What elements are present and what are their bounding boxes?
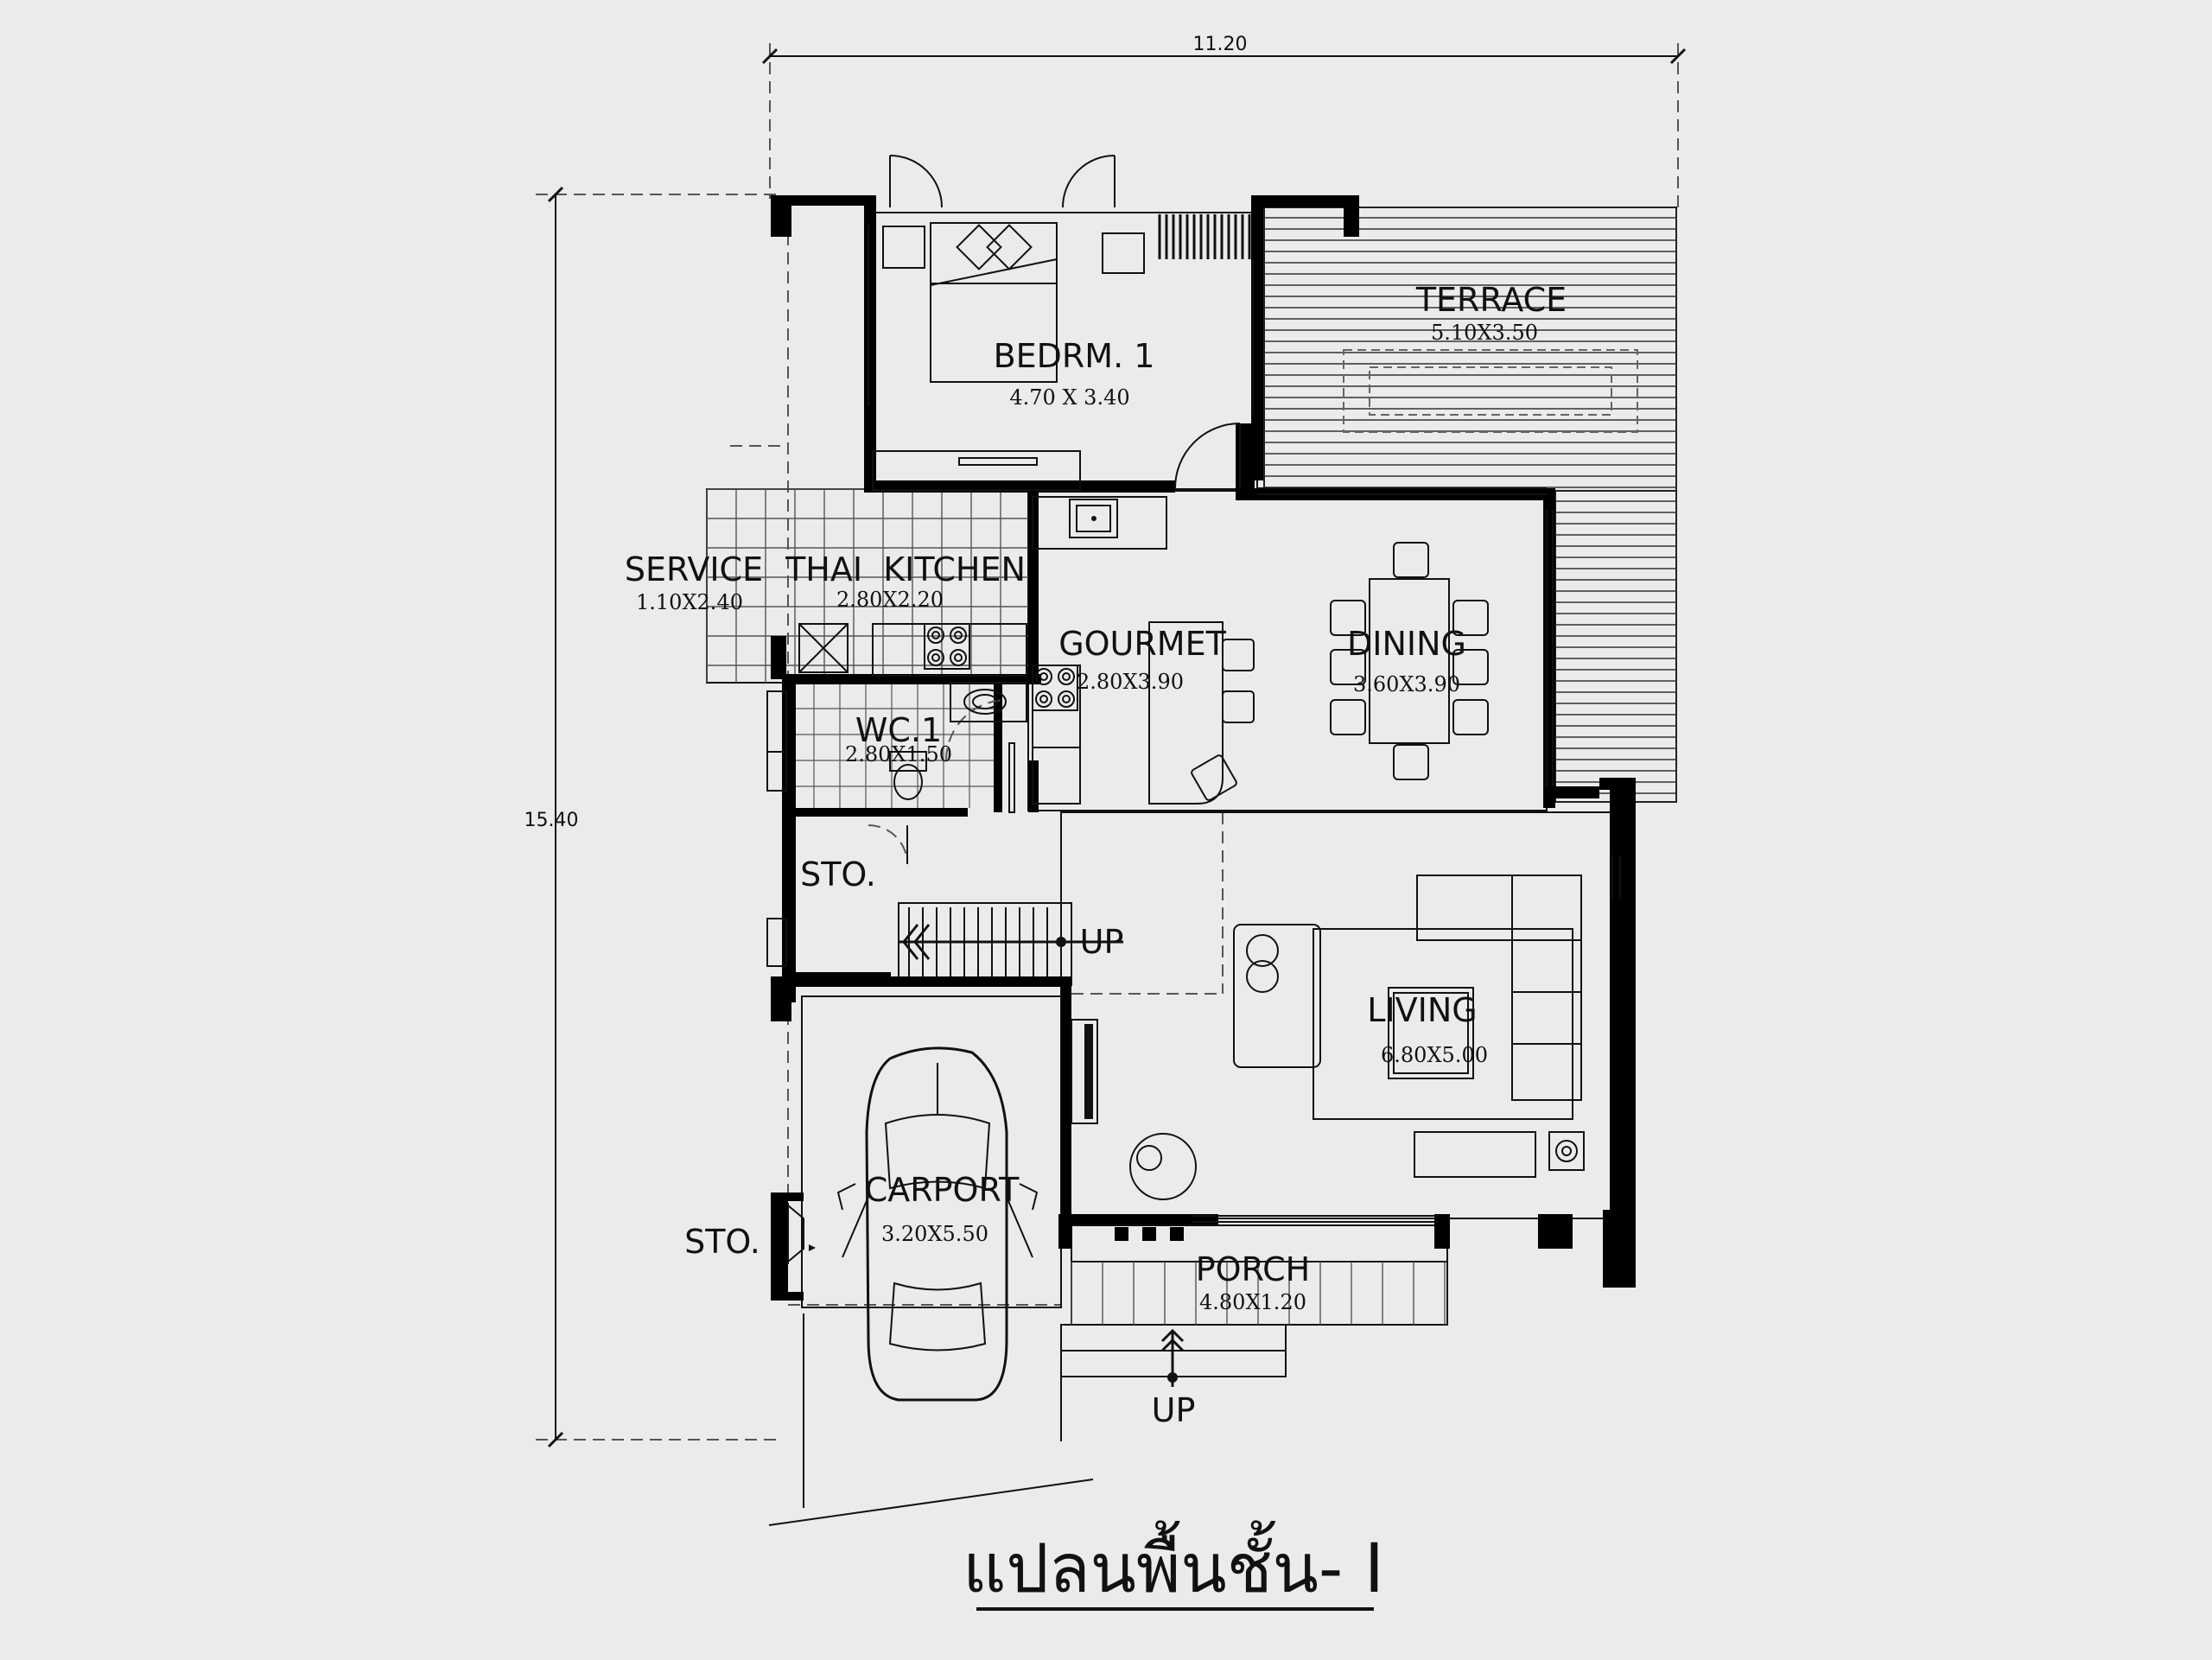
room-size-bedroom: 4.70 X 3.40 — [1009, 385, 1129, 410]
depth-dimension: 15.40 — [524, 810, 579, 831]
room-size-terrace: 5.10X3.50 — [1431, 321, 1538, 345]
sofa-icon — [1313, 875, 1582, 1120]
wardrobe-icon — [872, 450, 1081, 491]
room-label-service: SERVICE — [625, 550, 763, 588]
plan-title: แปลนพื้นชั้น- I — [963, 1520, 1384, 1611]
room-size-dining: 3.60X3.90 — [1353, 672, 1460, 696]
floor-tiles — [706, 488, 1446, 1325]
room-label-porch: PORCH — [1196, 1250, 1310, 1288]
fridge-icon — [1032, 747, 1081, 805]
room-label-thai-kitchen: THAI KITCHEN — [785, 550, 1026, 588]
dresser-icon — [958, 457, 1038, 466]
interior-outlines — [706, 212, 1615, 1377]
room-size-thai-kitchen: 2.80X2.20 — [836, 588, 944, 612]
tv-icon — [1071, 1019, 1098, 1124]
room-size-gourmet: 2.80X3.90 — [1077, 670, 1184, 694]
room-size-carport: 3.20X5.50 — [881, 1222, 988, 1246]
staircase — [868, 824, 1123, 986]
entry-arrow-icon — [1160, 1328, 1185, 1387]
bed-icon — [930, 222, 1058, 383]
kitchen-island-icon — [1148, 621, 1255, 805]
car-icon — [836, 1046, 1039, 1402]
entry-up-label: UP — [1152, 1391, 1196, 1429]
dining-table-icon — [1330, 542, 1489, 780]
room-label-storage-lower: STO. — [684, 1223, 760, 1261]
nightstand-icon — [882, 226, 925, 269]
nightstand-icon — [1102, 232, 1145, 274]
room-label-carport: CARPORT — [865, 1171, 1020, 1209]
room-label-living: LIVING — [1367, 991, 1477, 1029]
room-size-living: 6.80X5.00 — [1381, 1043, 1488, 1067]
furniture — [787, 222, 1585, 1402]
counter-icon — [1032, 665, 1081, 805]
storage-door-icon — [787, 1203, 816, 1264]
openings — [766, 155, 1621, 1223]
lounge-chair-icon — [1129, 1133, 1197, 1200]
room-label-gourmet: GOURMET — [1058, 625, 1226, 663]
speaker-icon — [1548, 1131, 1585, 1171]
wc-fixtures-icon — [889, 682, 1027, 813]
room-labels: BEDRM. 1 4.70 X 3.40 TERRACE 5.10X3.50 S… — [625, 281, 1567, 1429]
utility-sink-icon — [798, 623, 849, 673]
room-size-service: 1.10X2.40 — [636, 590, 743, 614]
tv-cabinet-icon — [1414, 1131, 1536, 1178]
stair-up-label: UP — [1080, 923, 1124, 961]
dimension-lines: 11.20 15.40 — [524, 34, 1687, 1448]
room-label-terrace: TERRACE — [1415, 281, 1567, 319]
plan-title-text: แปลนพื้นชั้น- I — [963, 1520, 1384, 1608]
room-label-dining: DINING — [1347, 625, 1466, 663]
width-dimension: 11.20 — [1193, 34, 1248, 55]
terrace-deck — [1263, 207, 1677, 803]
coffee-table-icon — [1388, 987, 1474, 1079]
sink-icon — [1032, 496, 1167, 550]
room-size-porch: 4.80X1.20 — [1199, 1290, 1306, 1314]
room-label-storage-upper: STO. — [800, 855, 876, 894]
room-size-wc: 2.80X1.50 — [845, 742, 952, 766]
room-label-bedroom: BEDRM. 1 — [994, 337, 1155, 375]
room-label-wc: WC.1 — [855, 711, 942, 749]
armchair-icon — [1233, 924, 1321, 1068]
